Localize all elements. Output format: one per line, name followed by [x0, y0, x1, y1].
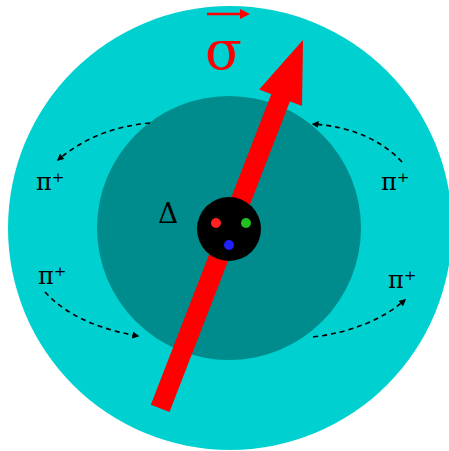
quark — [224, 240, 234, 250]
pion-label: π⁺ — [388, 268, 416, 292]
orbit-arrow — [58, 123, 150, 160]
delta-core — [197, 197, 261, 261]
spin-arrow — [139, 32, 325, 417]
orbit-arrow — [45, 292, 138, 336]
orbit-arrow — [313, 300, 405, 337]
inner-region — [97, 96, 361, 360]
pion-cloud — [8, 6, 449, 450]
spin-symbol: σ — [205, 24, 242, 78]
pion-label: π⁺ — [381, 170, 409, 194]
quark — [211, 218, 221, 228]
particle-label: Δ — [158, 200, 178, 228]
quark — [241, 218, 251, 228]
orbit-arrow — [313, 124, 402, 162]
vector-overarrow — [207, 9, 250, 19]
pion-label: π⁺ — [36, 170, 64, 194]
pion-label: π⁺ — [38, 264, 66, 288]
